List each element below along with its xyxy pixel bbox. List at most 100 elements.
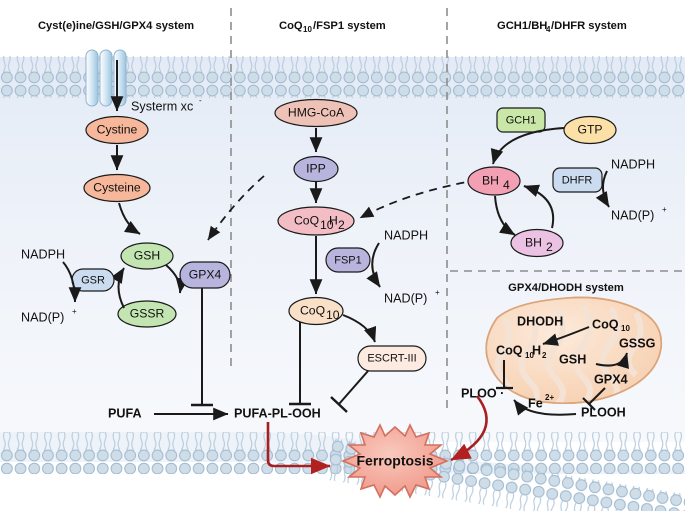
label-gsh-mito: GSH [559, 352, 586, 366]
node-bh2[interactable]: BH 2 [510, 228, 564, 258]
node-coq10[interactable]: CoQ 10 [288, 296, 344, 326]
node-cystine-label: Cystine [97, 123, 138, 137]
node-ipp-label: IPP [306, 162, 326, 176]
panel-title-cysteine-gsh-gpx4: Cyst(e)ine/GSH/GPX4 system [38, 20, 194, 32]
label-mito-coq10h2-sub: 10 [525, 351, 534, 360]
node-hmg-coa[interactable]: HMG-CoA [274, 98, 358, 128]
node-coq10h2-sub2: 2 [338, 218, 345, 232]
label-nadp-left: NAD(P) + [21, 307, 77, 324]
node-bh2-main: BH [525, 236, 542, 250]
mitochondrion [485, 296, 663, 405]
node-fsp1[interactable]: FSP1 [325, 247, 371, 273]
node-gch1[interactable]: GCH1 [496, 107, 546, 133]
node-gch1-label: GCH1 [506, 114, 537, 126]
inhibitor-coq10-to-pufa-pl-ooh [289, 322, 311, 406]
node-bh4[interactable]: BH 4 [467, 166, 521, 196]
node-hmg-coa-label: HMG-CoA [288, 106, 345, 120]
label-nadp-left-sup: + [72, 307, 77, 316]
node-cystine[interactable]: Cystine [85, 115, 149, 145]
label-mito-coq10h2-mid: H [532, 343, 541, 357]
node-cysteine-label: Cysteine [93, 181, 141, 195]
inhibitor-gpx4-to-plooh [582, 387, 606, 411]
node-escrt-iii-label: ESCRT-III [367, 352, 416, 364]
node-bh2-sub: 2 [546, 240, 553, 254]
panel-title-gpx4-dhodh: GPX4/DHODH system [508, 282, 624, 294]
arrow-gssr-to-gsh [110, 267, 125, 309]
label-nadph-right: NADPH [611, 157, 655, 171]
label-mito-coq10h2-main: CoQ [496, 343, 523, 357]
node-gsh-label: GSH [134, 249, 160, 263]
label-nadp-left-main: NAD(P) [21, 310, 64, 324]
red-arrow-pufa-pl-ooh-to-ferroptosis [266, 422, 331, 475]
node-cysteine[interactable]: Cysteine [83, 173, 151, 203]
arrow-gsh-to-gssg [595, 352, 629, 370]
label-nadp-mid-main: NAD(P) [384, 291, 427, 305]
arrow-bh2-to-bh4 [523, 184, 555, 229]
label-mito-coq10-sub: 10 [621, 324, 630, 333]
panel-title-gch1-bh4-dhfr: GCH1/BH 4 /DHFR system [497, 20, 627, 34]
panel-title-gch1-rest: /DHFR system [551, 20, 627, 32]
node-gsr[interactable]: GSR [71, 268, 115, 292]
node-coq10-sub: 10 [326, 308, 340, 322]
node-gpx4[interactable]: GPX4 [179, 261, 231, 289]
label-system-xc-main: Systerm xc [131, 99, 193, 113]
arrow-nadph-to-nadp-left [62, 261, 82, 303]
label-pufa-pl-ooh: PUFA-PL-OOH [234, 406, 321, 420]
label-system-xc: Systerm xc - [131, 96, 202, 113]
node-gtp[interactable]: GTP [563, 115, 617, 145]
label-nadp-mid: NAD(P) + [384, 288, 440, 305]
arrow-coq10-to-escrt3 [342, 314, 377, 343]
label-mito-coq10: CoQ 10 [592, 317, 630, 333]
node-gssr-label: GSSR [130, 307, 165, 321]
node-coq10h2[interactable]: CoQ 10 H 2 [277, 206, 355, 236]
node-bh4-sub: 4 [503, 178, 510, 192]
label-ferroptosis: Ferroptosis [356, 453, 433, 469]
label-nadp-right-main: NAD(P) [611, 208, 654, 222]
plasma-membrane-bottom [0, 432, 685, 511]
label-mito-coq10h2: CoQ 10 H 2 [496, 343, 547, 360]
node-coq10h2-sub: 10 [320, 218, 334, 232]
label-plooh: PLOOH [581, 405, 626, 419]
panel-title-coq10-sub: 10 [303, 25, 312, 34]
label-fe2-sup: 2+ [545, 393, 554, 402]
label-ploo: PLOO · [461, 386, 504, 400]
label-nadp-right: NAD(P) + [611, 205, 667, 222]
ferroptosis-burst: Ferroptosis [340, 423, 450, 499]
inhibitor-gpx4-to-pufa-pl-ooh [191, 288, 213, 407]
node-ipp[interactable]: IPP [293, 155, 339, 183]
label-nadp-mid-sup: + [435, 288, 440, 297]
node-dhfr[interactable]: DHFR [552, 167, 603, 193]
arrow-cysteine-to-gsh [118, 202, 141, 235]
node-gsh[interactable]: GSH [120, 242, 174, 270]
panel-title-coq10-fsp1: CoQ 10 /FSP1 system [279, 20, 386, 34]
node-gssr[interactable]: GSSR [117, 300, 177, 328]
node-dhfr-label: DHFR [562, 174, 593, 186]
red-arrow-ploo-to-ferroptosis [450, 395, 488, 462]
label-pufa: PUFA [108, 406, 142, 420]
arrow-nadph-to-nadp-right [595, 170, 610, 208]
node-coq10h2-mid: H [329, 214, 338, 228]
label-gssg: GSSG [619, 336, 656, 350]
node-gtp-label: GTP [577, 123, 602, 137]
arrow-gtp-to-bh4 [490, 127, 565, 165]
system-xc-transporter [85, 49, 127, 107]
node-gsr-label: GSR [81, 274, 105, 286]
node-escrt-iii[interactable]: ESCRT-III [357, 345, 427, 372]
label-nadph-mid: NADPH [384, 228, 428, 242]
arrow-gsh-to-gssr [165, 264, 189, 294]
label-fe2-main: Fe [528, 396, 543, 410]
panel-title-coq10-rest: /FSP1 system [313, 20, 386, 32]
node-coq10-main: CoQ [300, 304, 325, 318]
label-mito-coq10-main: CoQ [592, 317, 619, 331]
arrow-bh4-to-bh2 [494, 195, 516, 236]
label-dhodh: DHODH [517, 314, 563, 328]
arrow-nadph-to-nadp-mid [366, 242, 381, 288]
node-gpx4-label: GPX4 [189, 268, 222, 282]
label-mito-coq10h2-sub2: 2 [542, 351, 547, 360]
dashed-arrow-ipp-to-gpx4 [207, 175, 265, 241]
arrow-coq10-to-coq10h2-mito [542, 326, 590, 346]
panel-title-coq10-main: CoQ [279, 20, 303, 32]
panel-title-gch1-sub: 4 [546, 25, 551, 34]
